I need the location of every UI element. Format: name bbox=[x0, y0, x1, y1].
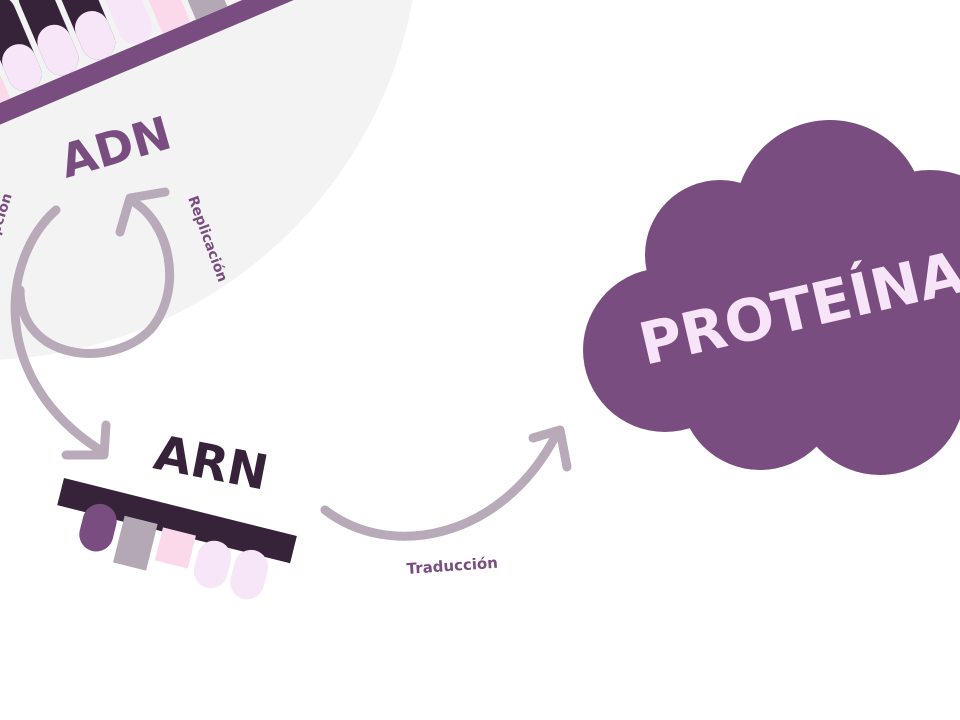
translation-arrow bbox=[320, 432, 560, 541]
protein-cloud bbox=[583, 120, 960, 475]
replication-arrow bbox=[15, 195, 175, 358]
replication-arrowhead bbox=[115, 187, 170, 237]
transcription-arrowhead bbox=[61, 420, 111, 460]
rna-strand bbox=[57, 478, 297, 600]
dna-background-circle bbox=[0, 0, 413, 360]
rna-title: ARN bbox=[150, 425, 273, 502]
transcription-arrow bbox=[10, 205, 105, 455]
translation-arrowhead bbox=[528, 425, 572, 472]
dna-strand bbox=[0, 0, 344, 143]
translation-label: Traducción bbox=[406, 554, 498, 578]
